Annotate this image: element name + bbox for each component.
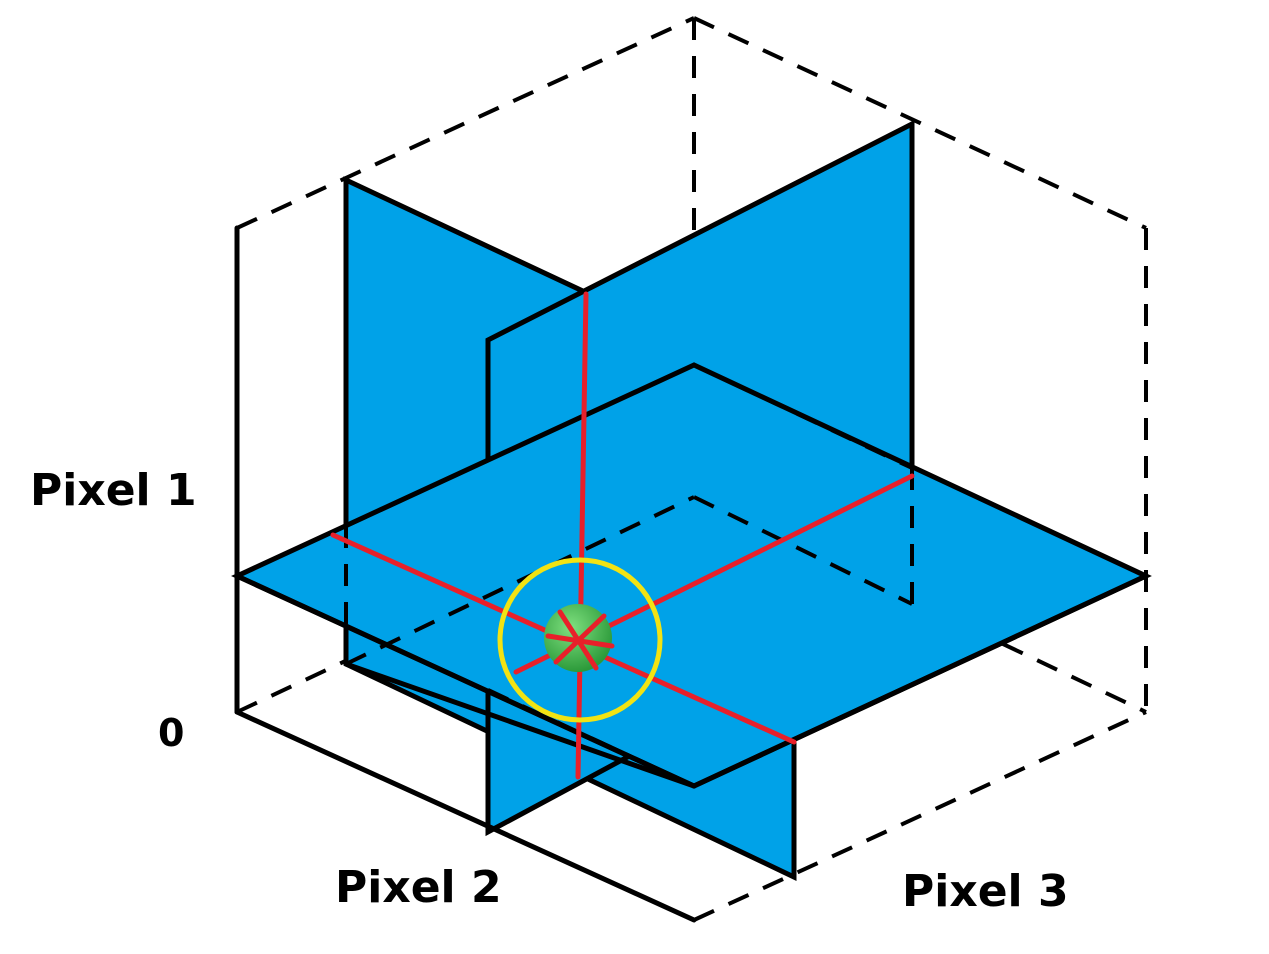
cube-edge-front-top [234,573,697,789]
data-point [544,604,615,672]
cube-edge-bottom-left [234,709,697,923]
axis-label-pixel2: Pixel 2 [335,862,502,913]
cube-visible-edges [234,225,1149,923]
point-cross-c [553,613,607,665]
hidden-horizontal-right [693,363,913,470]
cube-edge-front-lower [343,661,697,789]
axis-label-pixel1: Pixel 1 [30,465,197,516]
cube-edge-right-lower [691,573,1149,789]
cube-edge-bottom-right [693,710,1147,922]
axis-label-pixel3: Pixel 3 [902,866,1069,917]
cube-edge-top-right [693,16,1147,230]
hidden-horizontal-left [345,363,695,528]
origin-label: 0 [158,711,184,755]
highlight-circle [497,557,663,723]
plane-hidden-edges [344,363,914,788]
cube-edge-top-left [236,16,695,230]
intersection-vertical [575,291,589,780]
plane-p1p2-outline [485,119,915,837]
hidden-p1p3-lower [345,495,695,666]
hidden-mid-right [693,495,913,606]
